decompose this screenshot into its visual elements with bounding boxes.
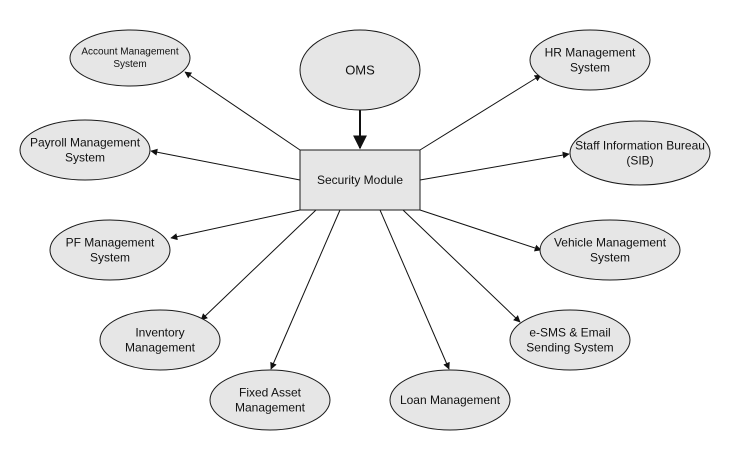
node-box xyxy=(299,149,421,211)
edge-security-to-pf xyxy=(170,209,301,241)
node-ellipse xyxy=(529,29,651,91)
edge-security-to-sib xyxy=(419,151,570,181)
node-ellipse xyxy=(19,119,151,181)
edge-security-to-inventory xyxy=(200,209,317,321)
node-label: Staff Information Bureau xyxy=(575,139,705,153)
node-ellipse xyxy=(539,219,681,281)
node-label: Loan Management xyxy=(400,393,501,407)
node-ellipse xyxy=(569,120,711,186)
node-label: System xyxy=(113,59,146,70)
node-label: OMS xyxy=(345,63,375,78)
node-ellipse xyxy=(389,369,511,431)
edge-security-to-vehicle xyxy=(419,209,542,252)
node-label: HR Management xyxy=(545,46,636,60)
edge-security-to-payroll xyxy=(150,148,301,181)
node-label: e-SMS & Email xyxy=(529,326,610,340)
node-loan: Loan Management xyxy=(389,369,511,431)
node-ellipse xyxy=(299,29,421,111)
node-ellipse xyxy=(69,29,191,87)
edge-security-to-account xyxy=(184,71,301,151)
node-sib: Staff Information Bureau(SIB) xyxy=(569,120,711,186)
node-ellipse xyxy=(209,369,331,431)
node-label: Security Module xyxy=(317,173,403,187)
node-label: Vehicle Management xyxy=(554,236,667,250)
node-label: PF Management xyxy=(66,236,155,250)
edge-security-to-esms xyxy=(402,209,521,323)
node-label: System xyxy=(590,251,630,265)
node-ellipse xyxy=(49,219,171,281)
node-label: (SIB) xyxy=(626,154,653,168)
edge-security-to-fixed-asset xyxy=(270,209,341,370)
node-label: Payroll Management xyxy=(30,136,141,150)
node-label: Management xyxy=(235,401,306,415)
node-ellipse xyxy=(99,309,221,371)
node-label: System xyxy=(90,251,130,265)
node-label: Inventory xyxy=(135,326,184,340)
node-label: Sending System xyxy=(526,341,613,355)
node-label: Fixed Asset xyxy=(239,386,302,400)
node-label: Account Management xyxy=(81,46,179,57)
edge-security-to-hr xyxy=(419,74,542,151)
edge-security-to-loan xyxy=(379,209,450,370)
node-oms: OMS xyxy=(299,29,421,111)
node-ellipse xyxy=(509,309,631,371)
node-label: System xyxy=(65,151,105,165)
node-label: Management xyxy=(125,341,196,355)
node-security: Security Module xyxy=(299,149,421,211)
node-label: System xyxy=(570,61,610,75)
